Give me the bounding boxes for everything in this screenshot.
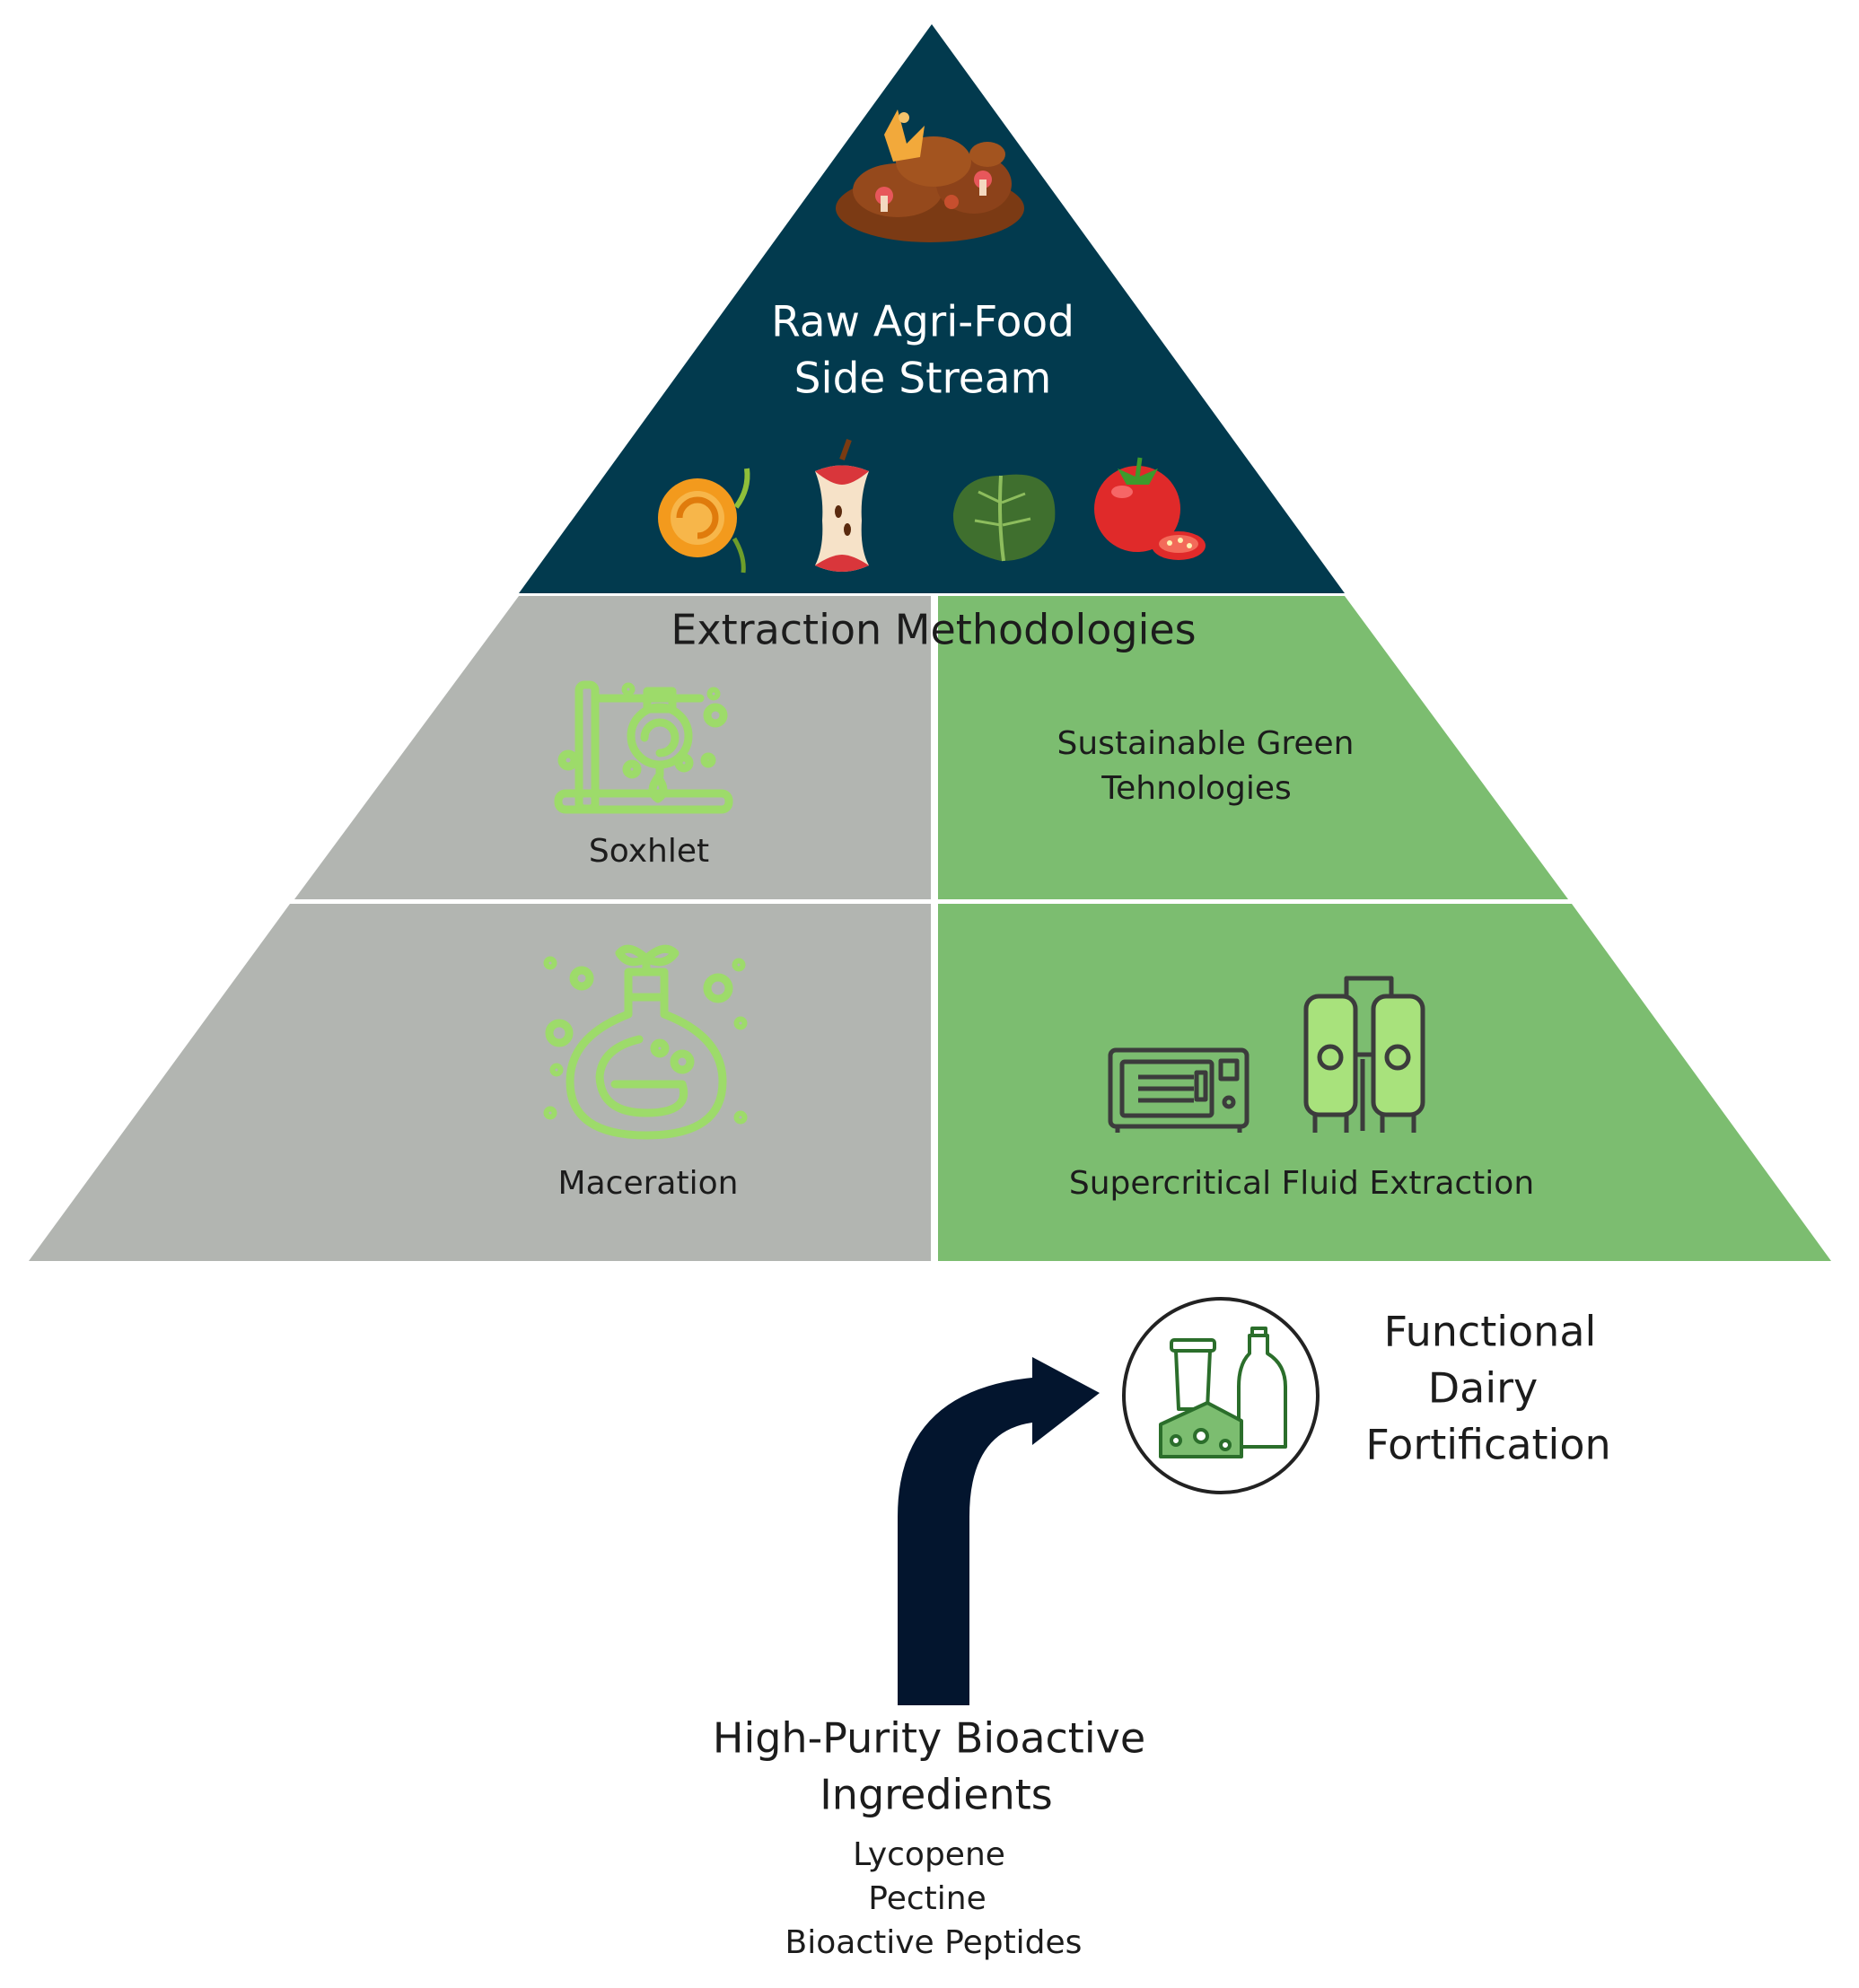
maceration-flask-icon [543,944,748,1140]
ingredient-item: Bioactive Peptides [785,1924,1083,1961]
flow-arrow [898,1357,1100,1705]
green-tech-label-line1: Sustainable Green [1057,725,1355,762]
dairy-products-circle [1122,1297,1320,1494]
apple-core-icon [815,438,869,572]
tomato-icon [1094,457,1206,560]
soxhlet-panel [294,596,931,899]
apex-label-line2: Side Stream [794,355,1052,404]
supercritical-vessels-icon [1303,976,1425,1133]
compost-pile-icon [836,109,1024,242]
orange-peel-icon [658,468,750,574]
maceration-label: Maceration [558,1165,739,1202]
dairy-products-icon [1159,1327,1287,1458]
dairy-label-line2: Dairy [1428,1364,1539,1413]
apex-label-line1: Raw Agri-Food [771,298,1074,347]
ingredients-title-line2: Ingredients [820,1771,1053,1819]
ingredients-title-line1: High-Purity Bioactive [713,1714,1145,1763]
soxhlet-label: Soxhlet [589,833,709,870]
green-tech-panel [938,596,1568,899]
green-tech-label-line2: Tehnologies [1100,770,1291,807]
microwave-icon [1108,1047,1250,1133]
dairy-label-line1: Functional [1384,1308,1597,1356]
dairy-label-line3: Fortification [1365,1421,1610,1469]
spinach-leaf-icon [952,474,1056,562]
section-title: Extraction Methodologies [671,606,1196,654]
supercritical-label: Supercritical Fluid Extraction [1069,1165,1534,1202]
ingredient-item: Pectine [868,1880,986,1917]
apex-triangle [519,24,1345,593]
ingredient-item: Lycopene [853,1836,1005,1873]
maceration-panel [29,904,931,1261]
soxhlet-apparatus-icon [554,680,733,814]
